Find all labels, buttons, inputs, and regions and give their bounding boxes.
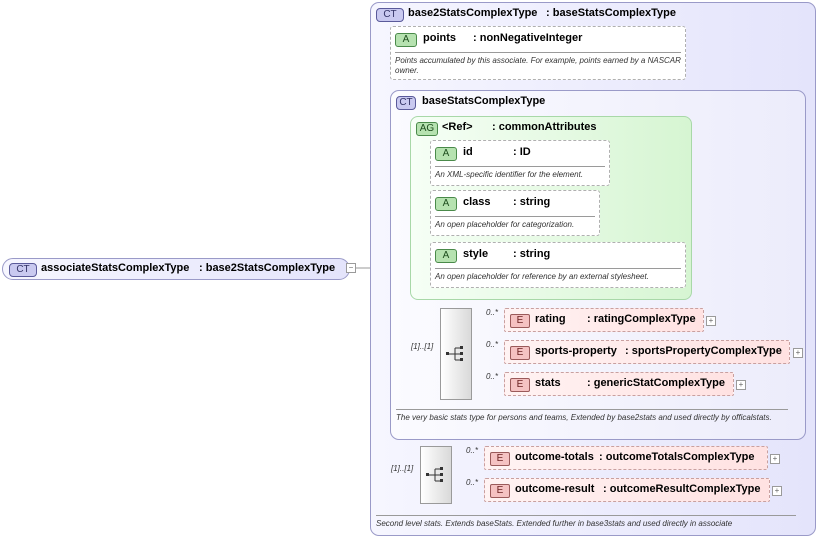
complex-type-icon: CT bbox=[9, 263, 37, 277]
element-stats[interactable]: E stats : genericStatComplexType bbox=[504, 372, 734, 396]
root-complex-type[interactable]: CT associateStatsComplexType : base2Stat… bbox=[2, 258, 350, 280]
attribute-id[interactable]: A id : ID An XML-specific identifier for… bbox=[430, 140, 610, 186]
sequence-compositor[interactable] bbox=[420, 446, 452, 504]
attribute-icon: A bbox=[435, 197, 457, 211]
attribute-icon: A bbox=[435, 249, 457, 263]
attribute-style[interactable]: A style : string An open placeholder for… bbox=[430, 242, 686, 288]
base2-type-base: : baseStatsComplexType bbox=[546, 7, 677, 19]
attribute-doc: An open placeholder for reference by an … bbox=[435, 272, 649, 281]
element-icon: E bbox=[490, 452, 510, 466]
expand-toggle[interactable]: + bbox=[793, 348, 803, 358]
element-outcome-totals[interactable]: E outcome-totals : outcomeTotalsComplexT… bbox=[484, 446, 768, 470]
element-type: : outcomeTotalsComplexType bbox=[599, 451, 755, 463]
element-name: stats bbox=[535, 377, 561, 389]
attribute-points[interactable]: A points : nonNegativeInteger Points acc… bbox=[390, 26, 686, 80]
complex-type-icon: CT bbox=[396, 96, 416, 110]
attribute-type: : string bbox=[513, 248, 551, 260]
attribute-name: points bbox=[423, 32, 456, 44]
element-name: rating bbox=[535, 313, 566, 325]
attribute-type: : ID bbox=[513, 146, 531, 158]
base-stats-doc: The very basic stats type for persons an… bbox=[396, 413, 772, 422]
base2-type-name: base2StatsComplexType bbox=[408, 7, 538, 19]
base2-doc: Second level stats. Extends baseStats. E… bbox=[376, 519, 733, 528]
element-name: outcome-result bbox=[515, 483, 595, 495]
element-cardinality: 0..* bbox=[486, 340, 499, 349]
root-type-name: associateStatsComplexType bbox=[41, 262, 190, 274]
attribute-type: : nonNegativeInteger bbox=[473, 32, 583, 44]
attribute-doc: An open placeholder for categorization. bbox=[435, 220, 575, 229]
element-cardinality: 0..* bbox=[486, 308, 499, 317]
element-type: : genericStatComplexType bbox=[587, 377, 725, 389]
expand-toggle[interactable]: + bbox=[706, 316, 716, 326]
root-type-base: : base2StatsComplexType bbox=[199, 262, 336, 274]
element-icon: E bbox=[490, 484, 510, 498]
element-sports-property[interactable]: E sports-property : sportsPropertyComple… bbox=[504, 340, 790, 364]
complex-type-icon: CT bbox=[376, 8, 404, 22]
attribute-doc: Points accumulated by this associate. Fo… bbox=[395, 56, 681, 75]
attribute-icon: A bbox=[435, 147, 457, 161]
attribute-name: style bbox=[463, 248, 489, 260]
element-name: outcome-totals bbox=[515, 451, 594, 463]
element-icon: E bbox=[510, 346, 530, 360]
attribute-doc: An XML-specific identifier for the eleme… bbox=[435, 170, 584, 179]
sequence-icon bbox=[426, 467, 443, 482]
element-icon: E bbox=[510, 378, 530, 392]
attribute-group-ref: <Ref> bbox=[442, 121, 473, 133]
sequence-cardinality: [1]..[1] bbox=[391, 464, 414, 473]
element-type: : ratingComplexType bbox=[587, 313, 696, 325]
sequence-icon bbox=[446, 346, 463, 361]
sequence-cardinality: [1]..[1] bbox=[411, 342, 434, 351]
attribute-type: : string bbox=[513, 196, 551, 208]
base-stats-type-name: baseStatsComplexType bbox=[422, 95, 546, 107]
element-name: sports-property bbox=[535, 345, 617, 357]
element-cardinality: 0..* bbox=[486, 372, 499, 381]
expand-toggle[interactable]: + bbox=[770, 454, 780, 464]
collapse-toggle[interactable]: − bbox=[346, 263, 356, 273]
attribute-icon: A bbox=[395, 33, 417, 47]
expand-toggle[interactable]: + bbox=[772, 486, 782, 496]
attribute-class[interactable]: A class : string An open placeholder for… bbox=[430, 190, 600, 236]
sequence-compositor[interactable] bbox=[440, 308, 472, 400]
attribute-name: id bbox=[463, 146, 473, 158]
element-icon: E bbox=[510, 314, 530, 328]
attribute-group-icon: AG bbox=[416, 122, 438, 136]
attribute-name: class bbox=[463, 196, 491, 208]
expand-toggle[interactable]: + bbox=[736, 380, 746, 390]
attribute-group-type: : commonAttributes bbox=[492, 121, 597, 133]
element-type: : sportsPropertyComplexType bbox=[625, 345, 782, 357]
element-cardinality: 0..* bbox=[466, 446, 479, 455]
element-rating[interactable]: E rating : ratingComplexType bbox=[504, 308, 704, 332]
element-cardinality: 0..* bbox=[466, 478, 479, 487]
element-type: : outcomeResultComplexType bbox=[603, 483, 761, 495]
element-outcome-result[interactable]: E outcome-result : outcomeResultComplexT… bbox=[484, 478, 770, 502]
